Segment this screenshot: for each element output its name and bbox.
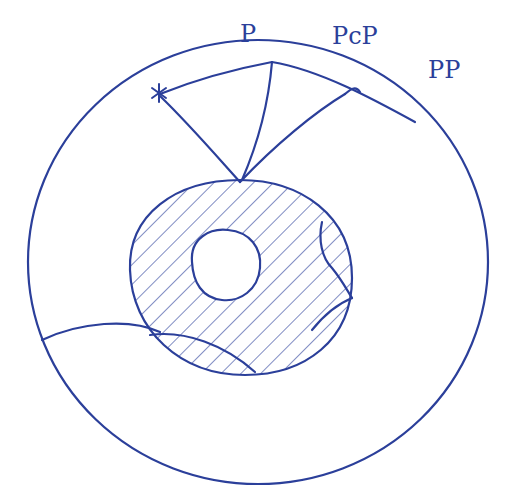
pcp-ray-up bbox=[240, 94, 345, 182]
ray bbox=[242, 62, 272, 180]
ray bbox=[150, 334, 255, 372]
ray bbox=[255, 372, 282, 440]
ray bbox=[42, 324, 160, 340]
p-ray bbox=[160, 62, 272, 94]
outer-core bbox=[130, 180, 352, 375]
wave-label: PP bbox=[428, 58, 460, 82]
arrival-tick bbox=[345, 88, 360, 94]
inner-core bbox=[192, 230, 260, 300]
ray bbox=[320, 222, 352, 298]
ray bbox=[312, 298, 352, 330]
source-star bbox=[152, 84, 166, 102]
wave-label: P bbox=[240, 22, 256, 46]
pp-ray bbox=[272, 62, 415, 122]
wave-label: PcP bbox=[332, 24, 378, 48]
earth-surface bbox=[28, 40, 488, 484]
pcp-ray-down bbox=[160, 96, 240, 182]
